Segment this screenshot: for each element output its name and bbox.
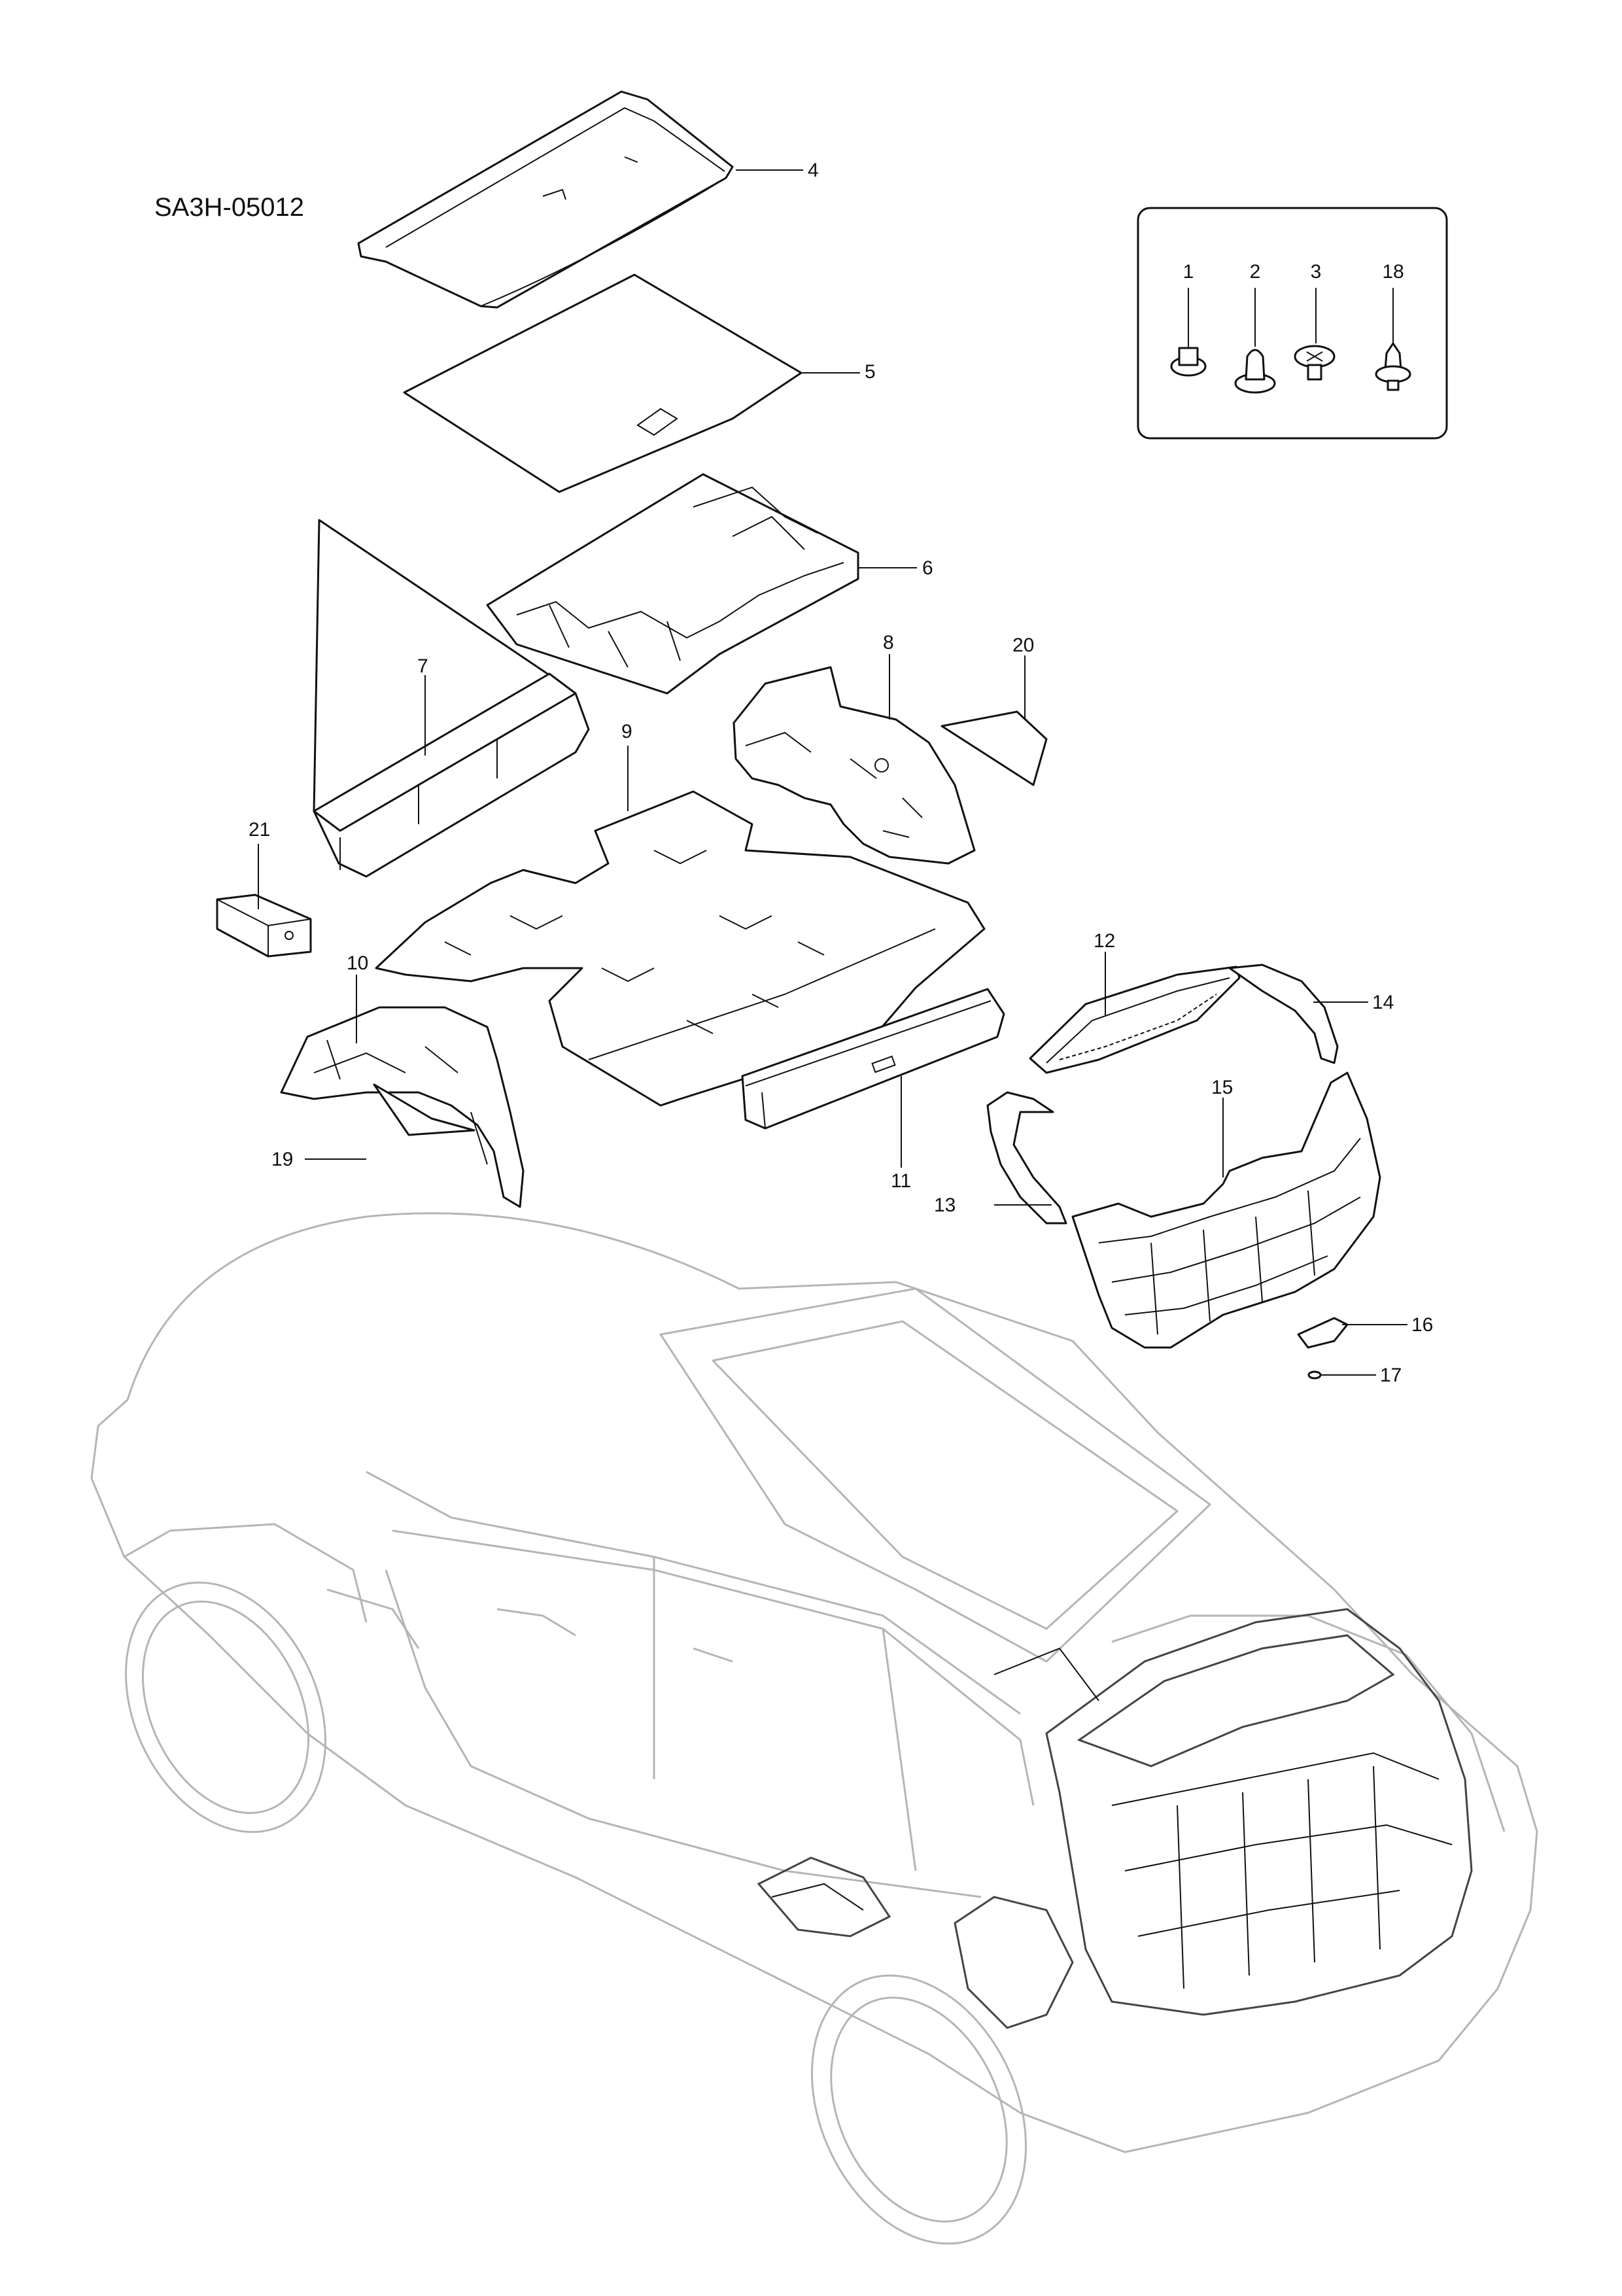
- clip-part: 17: [1307, 1365, 1402, 1386]
- label-10: 10: [347, 952, 368, 974]
- label-20: 20: [1012, 635, 1034, 656]
- fastener-2-icon: [1234, 288, 1276, 394]
- label-15: 15: [1211, 1077, 1233, 1098]
- main-tailgate-trim-part: 15: [1071, 1071, 1381, 1349]
- label-17: 17: [1380, 1365, 1402, 1386]
- label-8: 8: [883, 632, 894, 653]
- upper-tailgate-trim-part: 12: [1029, 930, 1241, 1074]
- floor-trim-part: 7: [313, 519, 590, 878]
- fastener-legend: 1 2 3 18: [1137, 207, 1448, 440]
- label-4: 4: [808, 160, 819, 181]
- label-7: 7: [417, 655, 428, 677]
- cargo-floor-board-part: 5: [403, 273, 876, 493]
- fastener-1-label: 1: [1183, 261, 1194, 283]
- label-21: 21: [249, 819, 270, 841]
- label-16: 16: [1411, 1314, 1433, 1336]
- fastener-3-label: 3: [1311, 261, 1322, 283]
- fastener-2-label: 2: [1250, 261, 1261, 283]
- vehicle-tailgate-detail: [757, 1608, 1473, 2029]
- label-5: 5: [865, 361, 876, 383]
- fastener-1-icon: [1170, 288, 1207, 377]
- small-triangle-trim-part: 19: [271, 1083, 475, 1170]
- diagram-code: SA3H-05012: [154, 193, 304, 222]
- label-13: 13: [934, 1194, 956, 1216]
- vehicle-outline: [90, 1212, 1538, 2245]
- label-12: 12: [1094, 930, 1115, 952]
- label-11: 11: [891, 1170, 911, 1192]
- tailgate-handle-part: 16: [1297, 1314, 1433, 1349]
- fastener-18-icon: [1375, 288, 1411, 391]
- fastener-3-icon: [1294, 288, 1336, 381]
- right-quarter-trim-part: 8: [733, 632, 976, 865]
- label-9: 9: [621, 721, 632, 742]
- label-19: 19: [271, 1149, 293, 1170]
- luggage-tray-part: 6: [486, 473, 933, 695]
- left-pillar-trim-part: 13: [934, 1091, 1067, 1225]
- fastener-18-label: 18: [1382, 261, 1404, 283]
- label-6: 6: [922, 557, 933, 579]
- rear-sill-plate-part: 11: [741, 988, 1005, 1192]
- legend-frame: [1137, 207, 1448, 440]
- floor-pad-part: 9: [375, 721, 986, 1107]
- label-14: 14: [1372, 992, 1394, 1013]
- tonneau-cover-part: 4: [357, 90, 819, 309]
- triangle-trim-part: 20: [940, 635, 1048, 786]
- bracket-part: 21: [216, 819, 312, 958]
- tailgate-side-trim-part: 14: [1228, 964, 1394, 1064]
- left-wheelhouse-trim-part: 10: [280, 952, 525, 1208]
